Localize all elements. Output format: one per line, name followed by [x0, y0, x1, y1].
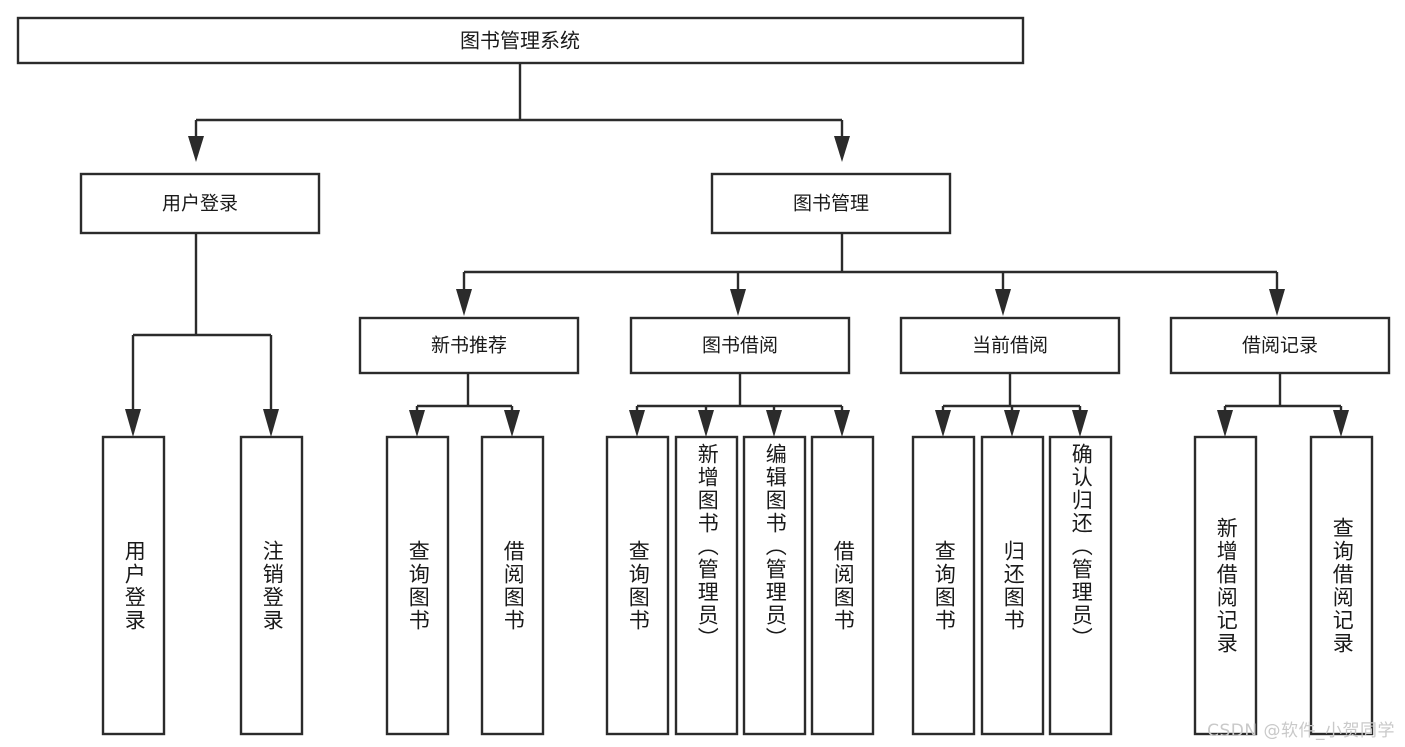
leaf-box-add-book[interactable]: [674, 435, 739, 736]
arrow-to-borrow-record: [1269, 289, 1285, 316]
arrow-leaf-query-book-3: [935, 410, 951, 437]
connectors-book-management-branch: [456, 233, 1285, 316]
connectors-book-borrow-leaves: [629, 373, 850, 437]
leaf-box-query-book-1[interactable]: [385, 435, 450, 736]
node-new-book-recommend[interactable]: 新书推荐: [358, 316, 580, 375]
leaf-box-query-book-2[interactable]: [605, 435, 670, 736]
node-book-borrow[interactable]: 图书借阅: [629, 316, 851, 375]
leaf-box-query-record[interactable]: [1309, 435, 1374, 736]
arrow-to-new-book-recommend: [456, 289, 472, 316]
leaf-box-borrow-book-1[interactable]: [480, 435, 545, 736]
node-borrow-record[interactable]: 借阅记录: [1169, 316, 1391, 375]
arrow-leaf-borrow-book-2: [834, 410, 850, 437]
arrow-to-user-login: [188, 136, 204, 162]
node-root-label: 图书管理系统: [460, 29, 580, 53]
node-user-login-label: 用户登录: [162, 193, 238, 215]
node-book-management-label: 图书管理: [793, 193, 869, 215]
connectors-user-login-branch: [125, 233, 279, 437]
connectors-root-to-level2: [188, 63, 850, 162]
node-new-book-recommend-label: 新书推荐: [431, 335, 507, 357]
leaf-box-edit-book[interactable]: [742, 435, 807, 736]
arrow-leaf-edit-book: [766, 410, 782, 437]
arrow-to-current-borrow: [995, 289, 1011, 316]
arrow-leaf-user-login: [125, 409, 141, 437]
arrow-leaf-query-book-1: [409, 410, 425, 437]
watermark-text: CSDN @软件_小贺同学: [1207, 721, 1395, 741]
node-book-borrow-label: 图书借阅: [702, 335, 778, 357]
leaf-box-query-book-3[interactable]: [911, 435, 976, 736]
node-book-borrow-box[interactable]: [629, 316, 851, 375]
node-user-login-box[interactable]: [79, 172, 321, 235]
connectors-new-book-recommend-leaves: [409, 373, 520, 437]
arrow-leaf-query-record: [1333, 410, 1349, 437]
arrow-leaf-query-book-2: [629, 410, 645, 437]
node-new-book-recommend-box[interactable]: [358, 316, 580, 375]
arrow-leaf-confirm-return: [1072, 410, 1088, 437]
node-borrow-record-box[interactable]: [1169, 316, 1391, 375]
node-current-borrow-box[interactable]: [899, 316, 1121, 375]
arrow-leaf-logout: [263, 409, 279, 437]
arrow-leaf-borrow-book-1: [504, 410, 520, 437]
connectors-current-borrow-leaves: [935, 373, 1088, 437]
node-root-box[interactable]: [16, 16, 1025, 65]
node-borrow-record-label: 借阅记录: [1242, 335, 1318, 357]
leaf-box-confirm-return[interactable]: [1048, 435, 1113, 736]
arrow-leaf-add-book: [698, 410, 714, 437]
leaf-box-return-book[interactable]: [980, 435, 1045, 736]
arrow-leaf-add-record: [1217, 410, 1233, 437]
node-current-borrow[interactable]: 当前借阅: [899, 316, 1121, 375]
node-book-management[interactable]: 图书管理: [710, 172, 952, 235]
connectors-borrow-record-leaves: [1217, 373, 1349, 437]
arrow-leaf-return-book: [1004, 410, 1020, 437]
leaf-box-logout[interactable]: [239, 435, 304, 736]
node-book-management-box[interactable]: [710, 172, 952, 235]
node-user-login[interactable]: 用户登录: [79, 172, 321, 235]
leaf-box-user-login[interactable]: [101, 435, 166, 736]
arrow-to-book-management: [834, 136, 850, 162]
arrow-to-book-borrow: [730, 289, 746, 316]
node-current-borrow-label: 当前借阅: [972, 335, 1048, 357]
node-root[interactable]: 图书管理系统: [16, 16, 1025, 65]
leaf-box-add-record[interactable]: [1193, 435, 1258, 736]
leaf-box-borrow-book-2[interactable]: [810, 435, 875, 736]
